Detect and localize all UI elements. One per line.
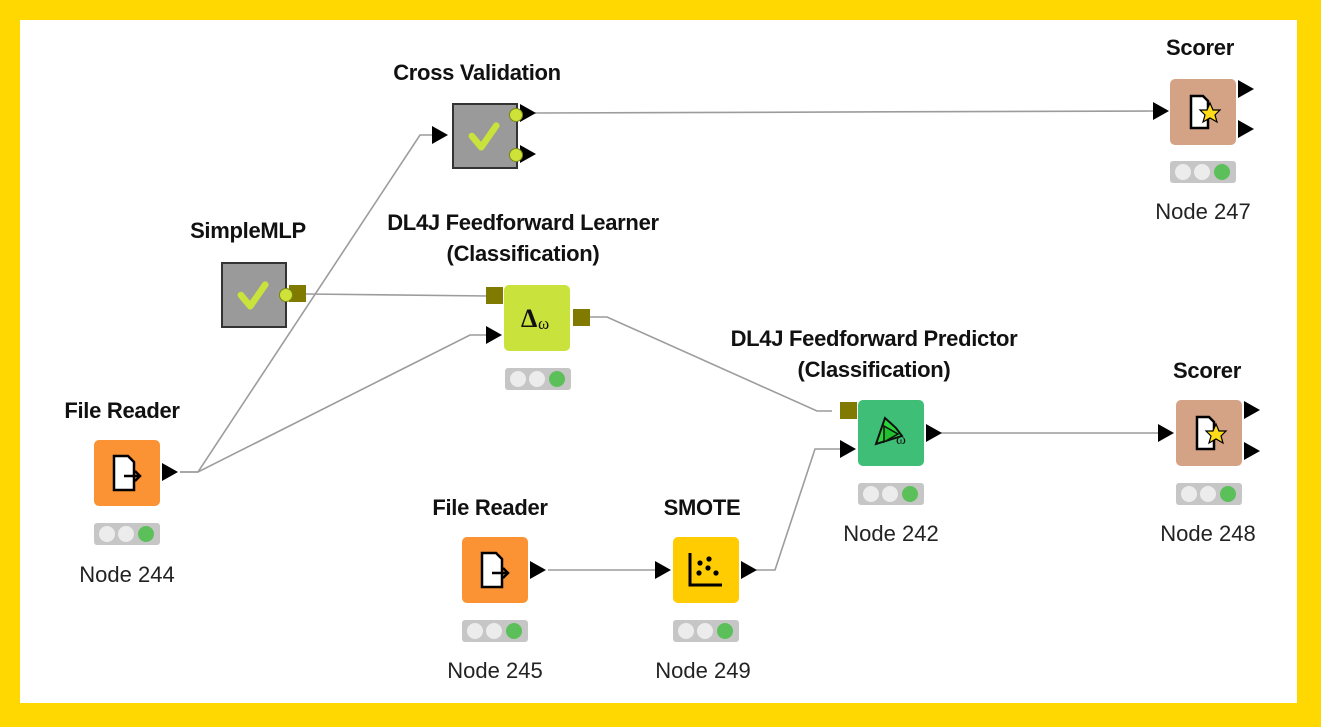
- workflow-canvas[interactable]: [20, 20, 1297, 703]
- input-port[interactable]: [432, 126, 448, 144]
- node-id-label: Node 248: [1160, 521, 1256, 546]
- output-port[interactable]: [520, 104, 536, 122]
- flow-variable-port[interactable]: [279, 288, 293, 302]
- node-dl4j-learner[interactable]: Δ ω: [504, 285, 570, 351]
- output-port[interactable]: [926, 424, 942, 442]
- input-port[interactable]: [655, 561, 671, 579]
- flow-variable-port[interactable]: [509, 148, 523, 162]
- status-traffic-light: [1170, 161, 1236, 183]
- node-id-label: Node 249: [655, 658, 751, 683]
- svg-text:Δ: Δ: [521, 304, 537, 333]
- node-title-scorer: Scorer: [1173, 358, 1241, 383]
- data-input-port[interactable]: [840, 440, 856, 458]
- node-id-label: Node 245: [447, 658, 543, 683]
- model-input-port[interactable]: [486, 287, 503, 304]
- status-traffic-light: [858, 483, 924, 505]
- node-title-scorer: Scorer: [1166, 35, 1234, 60]
- delta-omega-icon: Δ ω: [521, 304, 549, 333]
- node-file-reader-245[interactable]: [462, 537, 528, 603]
- svg-text:ω: ω: [538, 314, 549, 333]
- title-line-1: DL4J Feedforward Learner: [387, 210, 659, 235]
- input-port[interactable]: [1153, 102, 1169, 120]
- node-title-file-reader: File Reader: [432, 495, 548, 520]
- model-input-port[interactable]: [840, 402, 857, 419]
- scorer-icon: [1189, 94, 1222, 130]
- node-id-label: Node 247: [1155, 199, 1251, 224]
- title-line-1: DL4J Feedforward Predictor: [730, 326, 1018, 351]
- status-traffic-light: [94, 523, 160, 545]
- node-simplemlp[interactable]: [221, 262, 287, 328]
- model-output-port[interactable]: [289, 285, 306, 302]
- predictor-icon: ω: [874, 416, 906, 448]
- output-port[interactable]: [1238, 80, 1254, 98]
- flow-variable-port[interactable]: [509, 108, 523, 122]
- status-traffic-light: [673, 620, 739, 642]
- checkmark-icon: [237, 281, 269, 310]
- node-dl4j-predictor[interactable]: ω: [858, 400, 924, 466]
- checkmark-icon: [468, 122, 500, 151]
- svg-text:ω: ω: [896, 432, 906, 448]
- status-traffic-light: [462, 620, 528, 642]
- node-file-reader-244[interactable]: [94, 440, 160, 506]
- node-id-label: Node 242: [843, 521, 939, 546]
- node-title-file-reader: File Reader: [64, 398, 180, 423]
- node-title-dl4j-predictor: DL4J Feedforward Predictor (Classificati…: [731, 323, 1018, 385]
- output-port[interactable]: [741, 561, 757, 579]
- node-title-cross-validation: Cross Validation: [393, 60, 561, 85]
- node-smote[interactable]: [673, 537, 739, 603]
- node-title-dl4j-learner: DL4J Feedforward Learner (Classification…: [387, 207, 659, 269]
- output-port[interactable]: [530, 561, 546, 579]
- model-output-port[interactable]: [573, 309, 590, 326]
- output-port[interactable]: [162, 463, 178, 481]
- title-line-2: (Classification): [446, 241, 600, 266]
- node-cross-validation[interactable]: [452, 103, 518, 169]
- file-reader-icon: [480, 551, 510, 589]
- node-id-label: Node 244: [79, 562, 175, 587]
- scorer-icon: [1195, 415, 1228, 451]
- node-scorer-247[interactable]: [1170, 79, 1236, 145]
- output-port[interactable]: [1238, 120, 1254, 138]
- node-scorer-248[interactable]: [1176, 400, 1242, 466]
- output-port[interactable]: [1244, 401, 1260, 419]
- status-traffic-light: [1176, 483, 1242, 505]
- title-line-2: (Classification): [797, 357, 951, 382]
- scatter-plot-icon: [688, 553, 722, 587]
- status-traffic-light: [505, 368, 571, 390]
- file-reader-icon: [112, 454, 142, 492]
- output-port[interactable]: [1244, 442, 1260, 460]
- node-title-smote: SMOTE: [663, 495, 741, 520]
- node-title-simplemlp: SimpleMLP: [190, 218, 306, 243]
- output-port[interactable]: [520, 145, 536, 163]
- input-port[interactable]: [1158, 424, 1174, 442]
- data-input-port[interactable]: [486, 326, 502, 344]
